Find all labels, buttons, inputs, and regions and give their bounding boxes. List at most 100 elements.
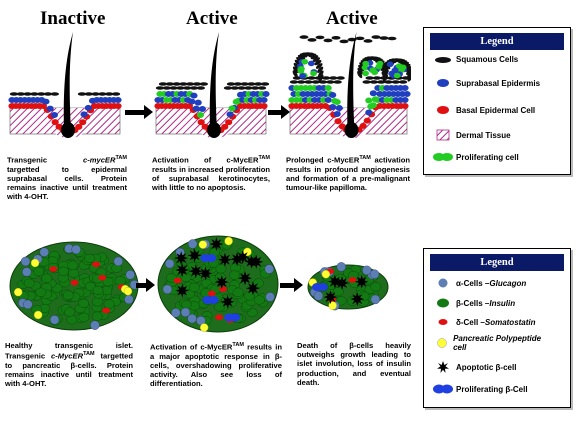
proliferating-cell — [399, 64, 407, 71]
suprabasal-cell — [190, 92, 198, 99]
squamous-cell — [199, 82, 208, 86]
beta-cell — [33, 266, 45, 277]
proliferating-cell — [371, 96, 379, 103]
alpha-cell — [171, 308, 181, 318]
caption-skin-inactive: Transgenic c-mycERTAM targetted to epide… — [7, 155, 127, 202]
squamous-cell — [315, 63, 323, 69]
legend-islet-title: Legend — [430, 254, 564, 271]
legend-skin-title: Legend — [430, 33, 564, 50]
basal-cell — [75, 123, 83, 130]
basal-cell — [363, 117, 371, 124]
squamous-cell — [50, 92, 59, 96]
squamous-cell — [318, 74, 324, 82]
beta-cell — [229, 270, 240, 280]
arrow-skin-2 — [268, 105, 290, 119]
apoptotic-beta-cell — [238, 271, 252, 286]
alpha-cell — [113, 256, 123, 267]
suprabasal-cell — [84, 104, 92, 111]
blue-circle-icon — [430, 277, 456, 289]
suprabasal-cell — [192, 105, 200, 112]
squamous-cell — [186, 82, 195, 86]
alpha-cell — [265, 292, 275, 302]
apoptotic-beta-cell — [188, 264, 203, 279]
squamous-cell — [379, 36, 389, 40]
proliferating-cell — [361, 64, 369, 71]
beta-cell — [58, 266, 69, 276]
proliferating-cell — [196, 112, 204, 119]
squamous-cell — [307, 76, 316, 80]
caption-islet-healthy: Healthy transgenic islet. Transgenic c-M… — [5, 341, 133, 389]
alpha-cell — [336, 262, 346, 272]
proliferating-cell — [301, 58, 309, 65]
suprabasal-cell — [324, 97, 332, 103]
beta-cell — [91, 311, 103, 321]
beta-cell — [41, 273, 53, 283]
squamous-cell — [289, 80, 299, 84]
legend-item-delta: δ-Cell – Somatostatin — [430, 317, 536, 327]
hair-bulb — [344, 122, 359, 138]
green-dividing-cell-icon — [430, 152, 456, 162]
caption-skin-prolonged: Prolonged c-MycERTAM activation results … — [286, 155, 410, 193]
basal-cell — [79, 119, 87, 126]
squamous-cell — [304, 80, 313, 84]
delta-cell — [98, 274, 107, 281]
squamous-cell — [292, 76, 302, 80]
squamous-cell — [244, 86, 253, 90]
apoptotic-beta-cell — [175, 283, 190, 298]
hatched-square-icon — [430, 129, 456, 141]
beta-cell — [92, 285, 104, 296]
squamous-cell — [226, 82, 236, 86]
arrow-islet-2 — [280, 278, 303, 292]
pp-cell — [328, 301, 337, 310]
blue-dividing-cell-icon — [430, 383, 456, 395]
alpha-cell — [362, 265, 372, 276]
delta-cell — [49, 266, 58, 272]
delta-cell — [173, 277, 182, 284]
suprabasal-cell — [42, 98, 50, 105]
squamous-cell — [223, 86, 233, 90]
squamous-cell — [91, 92, 100, 96]
suprabasal-cell — [401, 85, 409, 91]
squamous-cell — [183, 86, 192, 90]
pp-cell — [33, 310, 43, 320]
squamous-cell — [382, 65, 389, 73]
alpha-cell — [124, 294, 134, 305]
squamous-cell — [381, 71, 387, 79]
squamous-cell — [321, 76, 331, 80]
squamous-cell — [251, 86, 260, 90]
squamous-cell — [326, 80, 335, 84]
squamous-cell — [292, 66, 299, 74]
proliferating-cell — [228, 105, 236, 112]
squamous-cell — [363, 39, 373, 43]
apoptotic-beta-cell — [220, 294, 235, 309]
alpha-cell — [180, 307, 191, 318]
beta-cell — [92, 297, 103, 307]
hair-bulb — [207, 122, 221, 138]
beta-cell — [67, 260, 79, 270]
apoptotic-beta-cell — [350, 292, 365, 307]
basal-cell — [221, 123, 229, 130]
yellow-circle-icon — [430, 337, 453, 349]
suprabasal-cell — [262, 91, 270, 97]
squamous-cell — [371, 35, 381, 39]
squamous-cell — [362, 80, 371, 84]
squamous-cell — [254, 82, 263, 86]
squamous-cell — [169, 86, 178, 90]
legend-item-beta: β-Cells – Insulin — [430, 297, 515, 309]
hair-shaft — [209, 32, 219, 132]
alpha-cell — [164, 258, 175, 269]
squamous-cell — [329, 76, 338, 80]
delta-cell — [102, 307, 111, 314]
legend-skin: Legend Squamous Cells Suprabasal Epiderm… — [423, 27, 571, 175]
beta-cell — [62, 290, 74, 300]
squamous-cell — [312, 57, 321, 62]
squamous-cell — [247, 82, 256, 86]
squamous-cell — [383, 63, 391, 70]
hair-shaft — [63, 32, 73, 132]
squamous-cell — [299, 35, 309, 39]
beta-cell — [103, 299, 115, 309]
squamous-cell — [333, 80, 342, 84]
legend-item-alpha: α-Cells – Glucagon — [430, 277, 526, 289]
alpha-cell — [20, 256, 31, 267]
apoptotic-beta-cell — [214, 275, 229, 290]
